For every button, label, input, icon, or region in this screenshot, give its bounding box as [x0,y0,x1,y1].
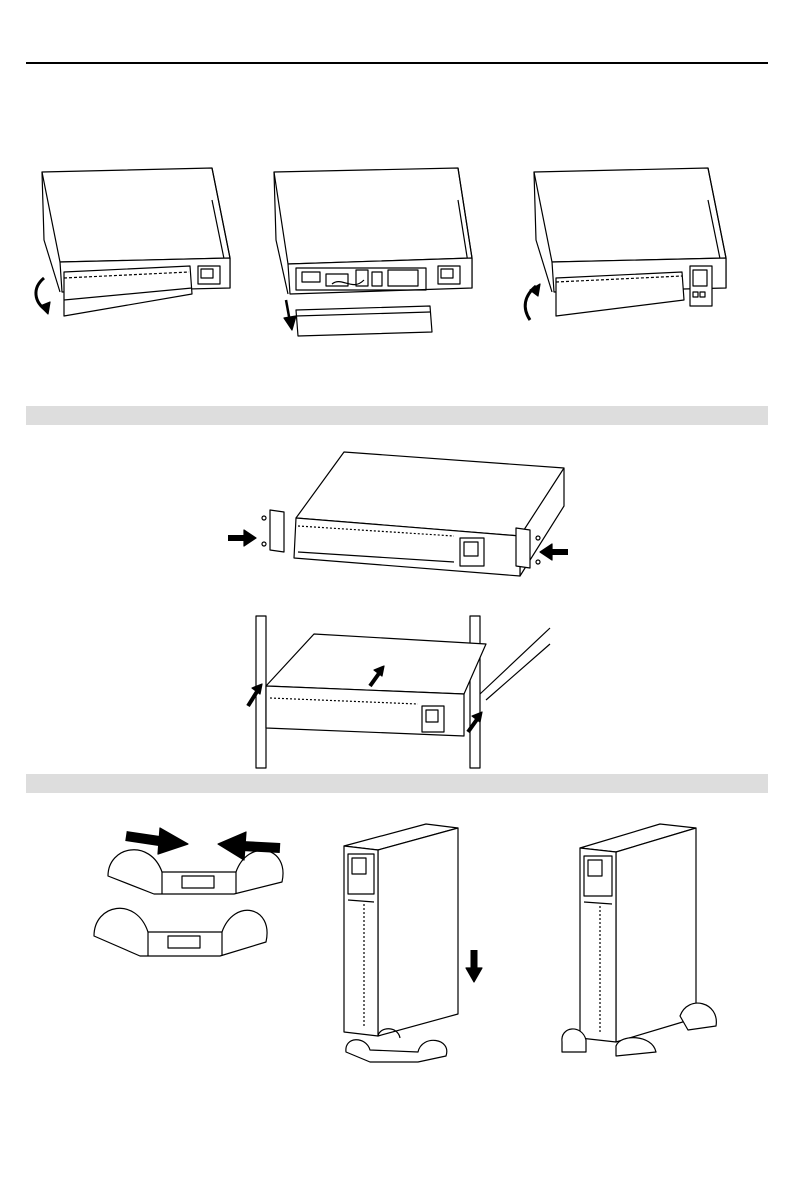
push-arrow-icon [540,544,568,560]
header-rule [26,62,768,64]
figure-rotate-panel-down [26,160,236,330]
down-arrow-icon [466,950,482,982]
figure-assemble-stands [86,820,286,980]
straight-arrow-down-icon [284,300,296,330]
figure-slide-into-rack [238,614,554,770]
insert-arrow-icon [248,684,262,706]
figure-lower-ups-onto-stands [334,820,494,1068]
curved-arrow-down-icon [36,278,50,314]
section-band-rack-mount [26,406,768,425]
push-arrow-icon [228,530,256,546]
figure-rotate-panel-up [522,160,732,330]
section-band-tower-stand [26,774,768,793]
figure-ups-on-stands [556,820,722,1060]
curved-arrow-up-icon [525,284,540,320]
figure-attach-rack-ears [224,448,574,588]
figure-remove-panel [272,160,482,340]
